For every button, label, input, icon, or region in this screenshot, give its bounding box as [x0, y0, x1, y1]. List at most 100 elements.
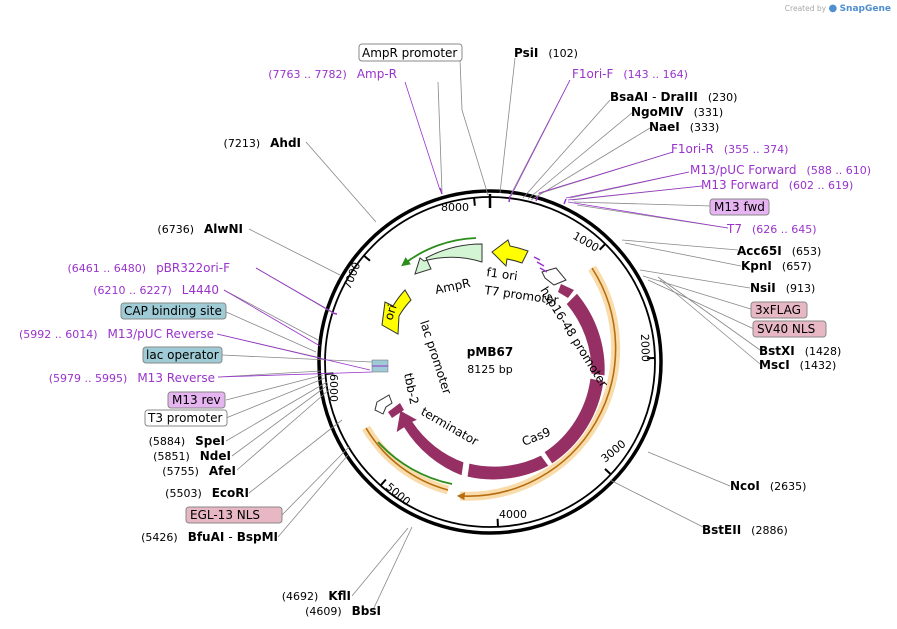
tick-mark — [604, 468, 612, 476]
site-position: (5755) — [162, 465, 199, 478]
site-name: NaeI — [649, 120, 680, 134]
site-position: (653) — [792, 245, 822, 258]
site-position: (5851) — [153, 450, 190, 463]
ampr-feature — [414, 243, 483, 275]
site-mscI: MscI (1432) — [759, 358, 836, 372]
site-position: (913) — [786, 282, 816, 295]
site-position: (333) — [690, 121, 720, 134]
backbone-outer — [317, 189, 663, 535]
primer-name: M13 Reverse — [137, 371, 215, 385]
plasmid-size: 8125 bp — [467, 363, 512, 376]
tick-label-1000: 1000 — [571, 229, 602, 254]
site-position: (1428) — [805, 345, 842, 358]
primer-name: Amp-R — [357, 67, 397, 81]
egl13-box — [185, 506, 283, 524]
site-position: (2635) — [770, 480, 807, 493]
site-name: SpeI — [195, 434, 225, 448]
credit-prefix: Created by — [784, 4, 827, 13]
site-position: (1432) — [800, 359, 837, 372]
cas9-segment-2 — [543, 377, 605, 465]
site-position: (5426) — [141, 531, 178, 544]
primer-t7: T7(626 .. 645) — [726, 222, 817, 236]
site-speI: (5884) SpeI — [149, 434, 225, 448]
site-name: KpnI — [741, 259, 772, 273]
m13fwd-label: M13 fwd — [714, 200, 765, 214]
site-name: EcoRI — [212, 486, 249, 500]
orange-feature-arc-right-line — [456, 267, 617, 501]
m13rev-box — [167, 391, 226, 409]
primer-name: M13/pUC Forward — [690, 163, 797, 177]
site-position: (6736) — [157, 223, 194, 236]
tbb2-feature — [388, 403, 404, 418]
site-position: (230) — [708, 91, 738, 104]
site-name: KflI — [328, 589, 351, 603]
site-alwNI: (6736)AlwNI — [157, 222, 243, 236]
site-separator: - — [652, 90, 656, 104]
primer-ampR: (7763 .. 7782)Amp-R — [268, 67, 397, 81]
primer-range: (588 .. 610) — [807, 164, 872, 177]
primer-range: (6461 .. 6480) — [68, 262, 147, 275]
primer-f1oriR: F1ori-R(355 .. 374) — [671, 142, 788, 156]
site-kpnI: KpnI(657) — [741, 259, 812, 273]
primer-range: (626 .. 645) — [752, 223, 817, 236]
primer-m13F: M13 Forward (602 .. 619) — [701, 178, 853, 192]
tick-label-7000: 7000 — [341, 260, 364, 291]
feature-label-f1ori: f1 ori — [486, 265, 519, 283]
m13fwd-box — [709, 198, 770, 216]
site-name: Acc65I — [737, 244, 782, 258]
lac-promoter-feature — [374, 394, 393, 415]
site-name: BstXI — [759, 344, 795, 358]
site-position: (4609) — [305, 605, 342, 618]
ampr-promoter-box — [358, 43, 463, 62]
tick-label-2000: 2000 — [638, 334, 652, 362]
feature-label-lac: lac promoter — [417, 319, 454, 396]
primer-name: M13/pUC Reverse — [108, 327, 215, 341]
site-nsiI: NsiI(913) — [750, 281, 815, 295]
site-name: NgoMIV — [631, 105, 684, 119]
site-bstEII: BstEII(2886) — [702, 523, 788, 537]
tick-label-3000: 3000 — [599, 437, 629, 465]
primer-leader-lines — [216, 79, 729, 378]
tick-label-4000: 4000 — [499, 508, 527, 521]
green-feature-arc-ampr — [401, 237, 477, 267]
egl13-label: EGL-13 NLS — [190, 508, 260, 522]
site-ngoMIV: NgoMIV (331) — [631, 105, 723, 119]
cas9-segment-1 — [565, 292, 606, 377]
site-position: (331) — [694, 106, 724, 119]
sv40-box — [752, 320, 827, 338]
feature-label-ampr: AmpR — [434, 276, 472, 297]
site-psiI: PsiI(102) — [514, 46, 578, 60]
site-position: (5884) — [149, 435, 186, 448]
sv40-label: SV40 NLS — [757, 322, 815, 336]
t7-promoter-feature — [541, 267, 567, 286]
primer-name: L4440 — [182, 283, 219, 297]
cap-box — [120, 302, 227, 320]
site-name: MscI — [759, 358, 790, 372]
site-position: (7213) — [224, 137, 261, 150]
ori-feature — [381, 289, 412, 335]
site-name: BfuAI — [188, 530, 225, 544]
site-name: AfeI — [209, 464, 236, 478]
site-ndeI: (5851)NdeI — [153, 449, 231, 463]
site-bfuAI-bspMI: (5426)BfuAI-BspMI — [141, 530, 278, 544]
site-name: AhdI — [270, 136, 301, 150]
primer-l4440: (6210 .. 6227) L4440 — [93, 283, 219, 297]
primer-range: (6210 .. 6227) — [93, 284, 172, 297]
site-bsaAI-draIII: BsaAI-DraIII(230) — [610, 90, 737, 104]
site-ncoI: NcoI(2635) — [730, 479, 806, 493]
primer-range: (5979 .. 5995) — [49, 372, 128, 385]
cap-label: CAP binding site — [124, 304, 222, 318]
orange-feature-arc-left-line — [365, 427, 449, 491]
tick-label-6000: 6000 — [327, 374, 340, 402]
tick-mark — [473, 197, 476, 206]
primer-range: (602 .. 619) — [789, 179, 854, 192]
hsp-promoter-feature — [558, 284, 574, 298]
site-naeI: NaeI (333) — [649, 120, 719, 134]
ampr-promoter-label: AmpR promoter — [362, 46, 457, 60]
primer-range: (5992 .. 6014) — [19, 328, 98, 341]
primer-name: M13 Forward — [701, 178, 779, 192]
f1ori-feature — [491, 239, 529, 268]
t3-label: T3 promoter — [147, 411, 223, 425]
primer-m13pucF: M13/pUC Forward (588 .. 610) — [690, 163, 871, 177]
site-acc65I: Acc65I (653) — [737, 244, 821, 258]
